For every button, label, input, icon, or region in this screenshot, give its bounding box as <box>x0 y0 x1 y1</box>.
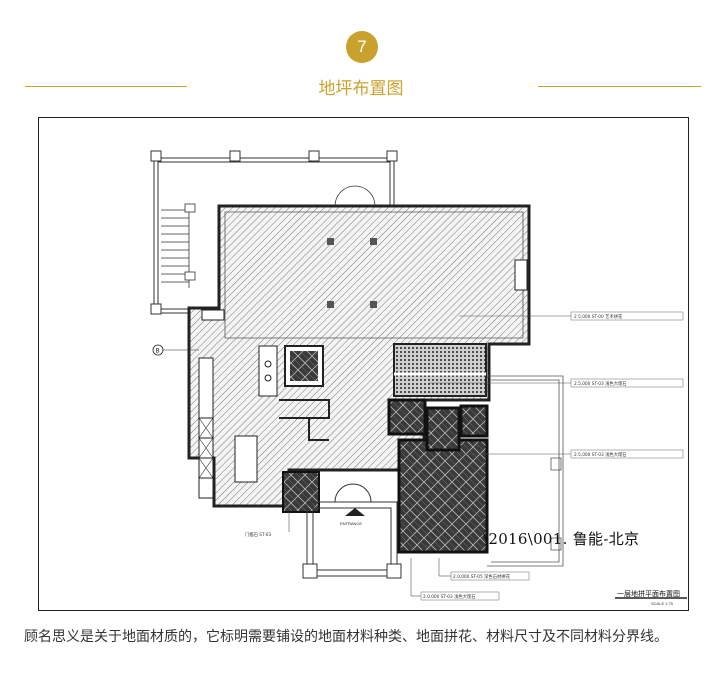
section-header: 7 地坪布置图 <box>0 0 722 110</box>
entrance-label: ENTRANCE <box>340 521 362 526</box>
callout-2: 2.5,000 ST-03 浅色大理石 <box>574 380 627 387</box>
annex-outline <box>487 375 564 567</box>
stair-core <box>258 345 324 397</box>
callout-boxes <box>420 311 684 601</box>
weave-pattern-room <box>397 438 489 554</box>
entrance-porch <box>302 483 402 579</box>
callout-3: 2.5,000 ST-03 浅色大理石 <box>574 451 627 458</box>
marble-room-dotted <box>393 343 487 397</box>
window-right <box>514 259 528 291</box>
main-floor-area <box>187 204 531 508</box>
section-description: 顾名思义是关于地面材质的，它标明需要铺设的地面材料种类、地面拼花、材料尺寸及不同… <box>24 629 668 645</box>
kitchen-counter <box>198 309 258 499</box>
right-divider <box>538 86 701 87</box>
floor-plan-drawing: ENTRANCE 2.5,000 ST-00 艺术拼花 2.5,000 <box>38 117 689 611</box>
callout-4: 2.0,000 ST-05 深色石材拼花 <box>453 573 511 580</box>
lift-shaft <box>282 471 320 513</box>
corridor-walls <box>279 399 330 441</box>
left-divider <box>25 86 187 87</box>
hall-columns <box>327 238 377 308</box>
axis-tag: B <box>156 348 160 355</box>
entrance-arrow <box>345 508 365 516</box>
title-block-scale: SCALE 1:75 <box>651 601 674 606</box>
top-entrance-doors <box>334 185 376 207</box>
door-note: 门槛石 ST-03 <box>245 531 271 538</box>
section-title: 地坪布置图 <box>318 79 404 99</box>
wet-rooms <box>387 398 489 452</box>
stair-treads <box>161 203 196 288</box>
title-block-name: 一层地拼平面布置图 <box>617 589 680 598</box>
hall-wall <box>224 211 524 339</box>
section-number-badge: 7 <box>346 31 378 63</box>
callout-1: 2.5,000 ST-00 艺术拼花 <box>574 313 623 320</box>
callout-5: 2.0,000 ST-03 浅色大理石 <box>423 593 476 600</box>
callout-leaders <box>410 315 571 597</box>
floor-plan-svg: ENTRANCE 2.5,000 ST-00 艺术拼花 2.5,000 <box>150 150 687 606</box>
file-path-overlay: \2016\001. 鲁能-北京 <box>483 530 640 548</box>
